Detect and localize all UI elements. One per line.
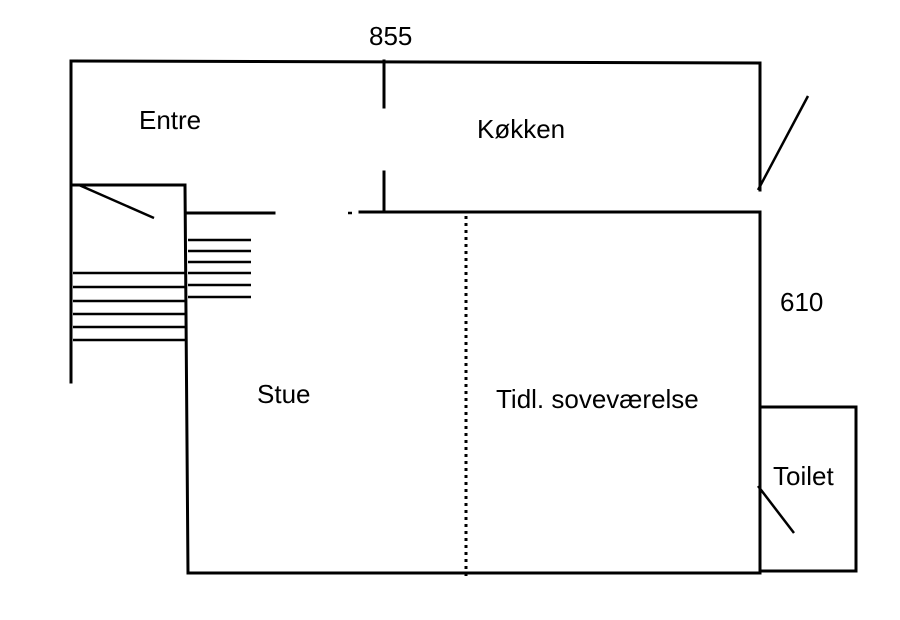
stairs-outside <box>73 271 185 342</box>
top-wall <box>69 59 762 65</box>
entre-door-swing <box>78 183 155 220</box>
stue-left-wall <box>183 183 190 575</box>
room-label-sovevaerelse: Tidl. soveværelse <box>496 384 699 414</box>
stairs-inside <box>188 238 251 299</box>
toilet-room <box>760 405 858 573</box>
room-label-kokken: Køkken <box>477 114 566 144</box>
room-label-entre: Entre <box>139 105 202 135</box>
toilet-door-swing <box>757 485 795 534</box>
room-label-stue: Stue <box>257 379 311 409</box>
height-dimension-label: 610 <box>780 287 824 317</box>
kitchen-door-swing <box>756 95 810 191</box>
width-dimension-label: 855 <box>369 21 413 51</box>
room-label-toilet: Toilet <box>773 461 834 491</box>
